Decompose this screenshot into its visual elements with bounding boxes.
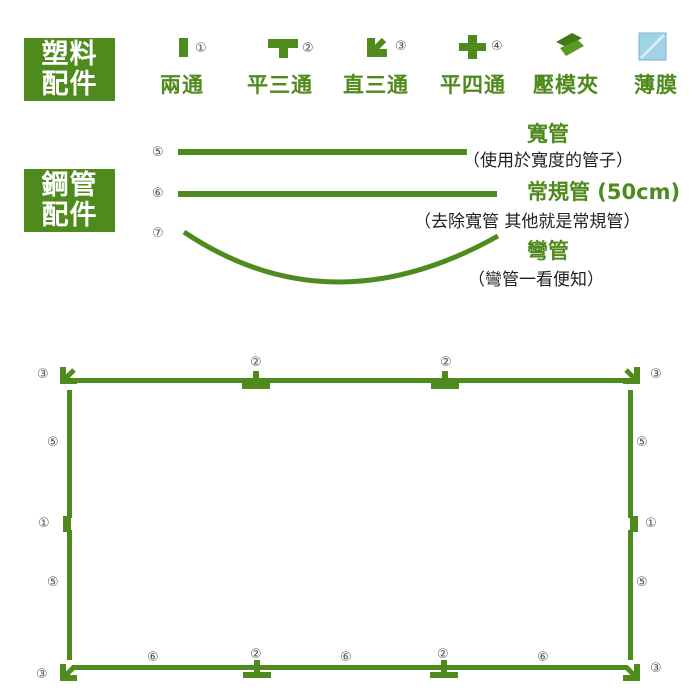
part-number-3: ③ <box>395 39 407 54</box>
frame-label-wide-left-1: ⑤ <box>47 435 59 450</box>
part-number-4: ④ <box>491 39 503 54</box>
corner-connector-bottom-right <box>623 664 640 681</box>
tee-connector-top-1 <box>242 371 270 389</box>
straight-connector-right <box>630 516 638 532</box>
tee-connector-icon <box>268 39 298 58</box>
frame-label-tee-top-1: ② <box>250 355 262 370</box>
frame-label-straight-right: ① <box>645 516 657 531</box>
frame-label-regular-3: ⑥ <box>537 650 549 665</box>
pipe-number-5: ⑤ <box>152 145 164 160</box>
pipe-number-6: ⑥ <box>152 186 164 201</box>
frame-label-wide-right-1: ⑤ <box>636 435 648 450</box>
corner-connector-bottom-left <box>60 664 77 681</box>
frame-pipes <box>67 378 633 670</box>
frame-label-tee-top-2: ② <box>440 355 452 370</box>
part-label-two-way: 兩通 <box>160 73 204 97</box>
clip-icon <box>556 33 584 56</box>
film-icon <box>638 32 667 61</box>
frame-label-corner-bl: ③ <box>36 667 48 682</box>
frame-label-corner-tl: ③ <box>37 367 49 382</box>
regular-pipe-note: （去除寬管 其他就是常規管） <box>414 212 641 232</box>
bent-pipe-curve <box>182 229 500 285</box>
part-label-flat-tee: 平三通 <box>247 73 313 97</box>
part-label-flat-cross: 平四通 <box>440 73 506 97</box>
part-label-corner-tee: 直三通 <box>343 73 409 97</box>
plastic-fittings-title: 塑料 配件 <box>24 38 115 101</box>
tee-connector-top-2 <box>431 371 459 389</box>
bent-pipe-note: （彎管一看便知） <box>468 270 604 290</box>
frame-label-regular-1: ⑥ <box>147 650 159 665</box>
plastic-title-line2: 配件 <box>41 68 98 100</box>
regular-pipe-line <box>178 191 497 197</box>
cross-connector-icon <box>459 35 486 59</box>
wide-pipe-name: 寬管 <box>527 122 569 146</box>
plastic-title-line1: 塑料 <box>41 38 98 70</box>
frame-label-corner-br: ③ <box>650 661 662 676</box>
regular-pipe-name: 常規管 (50cm) <box>527 180 681 204</box>
frame-label-wide-right-2: ⑤ <box>636 575 648 590</box>
steel-title-line2: 配件 <box>41 199 98 231</box>
part-number-2: ② <box>302 41 314 56</box>
frame-label-tee-bottom-1: ② <box>250 647 262 662</box>
straight-connector-icon <box>179 38 188 57</box>
bent-pipe-name: 彎管 <box>527 239 569 263</box>
straight-connector-left <box>63 516 71 532</box>
part-number-1: ① <box>195 41 207 56</box>
wide-pipe-line <box>178 149 467 155</box>
frame-label-straight-left: ① <box>38 516 50 531</box>
steel-title-line1: 鋼管 <box>41 169 98 201</box>
corner-connector-icon <box>367 37 387 57</box>
steel-fittings-title: 鋼管 配件 <box>24 169 115 232</box>
pipe-number-7: ⑦ <box>152 226 164 241</box>
frame-label-tee-bottom-2: ② <box>437 647 449 662</box>
tee-connector-bottom-2 <box>430 660 458 678</box>
tee-connector-bottom-1 <box>243 660 271 678</box>
part-label-clip: 壓模夾 <box>533 73 599 97</box>
frame-label-corner-tr: ③ <box>650 367 662 382</box>
part-label-film: 薄膜 <box>634 73 678 97</box>
frame-label-regular-2: ⑥ <box>340 650 352 665</box>
frame-label-wide-left-2: ⑤ <box>47 575 59 590</box>
corner-connector-top-right <box>623 367 640 384</box>
wide-pipe-note: （使用於寬度的管子） <box>463 151 633 171</box>
corner-connector-top-left <box>60 367 77 384</box>
